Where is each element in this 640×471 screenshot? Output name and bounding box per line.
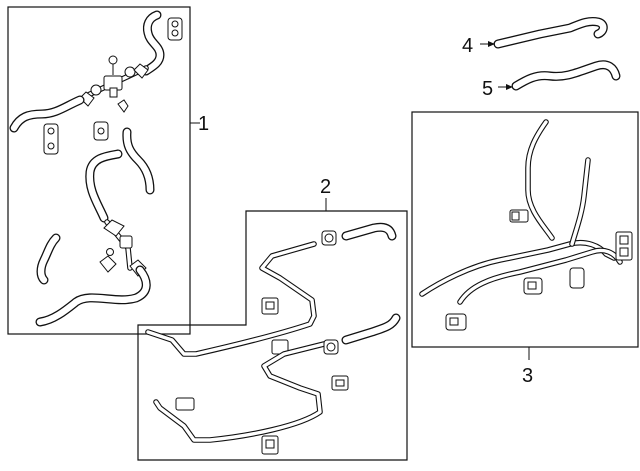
pipe-bracket	[261, 297, 279, 315]
lower-pipe	[153, 341, 327, 443]
pipe-clamp	[323, 339, 339, 355]
lower-short-hose	[341, 313, 401, 345]
small-hose	[36, 233, 61, 285]
hose-5	[498, 60, 621, 91]
hose-clamp	[79, 63, 149, 113]
vertical-pipe	[525, 119, 555, 241]
lower-long-pipe	[457, 247, 623, 305]
upper-pipe	[145, 241, 317, 357]
pipe-bracket	[331, 375, 349, 391]
pipe-clamp	[175, 397, 195, 411]
group-3-frame	[411, 111, 639, 348]
pipe-bracket	[509, 209, 529, 223]
long-pipe	[419, 239, 617, 297]
callout-4: 4	[462, 35, 473, 57]
callout-2: 2	[320, 176, 331, 198]
callout-5: 5	[482, 78, 493, 100]
valve-tee	[83, 55, 149, 99]
upper-short-hose	[341, 222, 397, 241]
hose-clamp	[43, 123, 59, 155]
hose-clamp	[167, 17, 183, 41]
pipe-bracket	[261, 435, 279, 455]
callout-1: 1	[198, 113, 209, 135]
pipe-clamp	[569, 267, 585, 289]
group-1-hose-assembly	[7, 6, 200, 335]
pipe-clamp	[445, 313, 467, 331]
callout-3: 3	[522, 365, 533, 387]
center-hose	[85, 149, 123, 223]
riser-pipe	[569, 157, 591, 247]
hose-clamp	[93, 121, 109, 141]
group-2-pipe-assembly	[137, 198, 408, 461]
hose-4	[480, 17, 608, 49]
group-2-frame	[137, 210, 408, 461]
bottom-hose	[35, 265, 151, 327]
center-hose	[122, 127, 155, 195]
pipe-bracket	[615, 231, 633, 261]
left-hose	[9, 95, 85, 133]
group-1-frame	[7, 6, 191, 335]
pipe-clamp	[321, 230, 337, 246]
upper-hose	[141, 10, 165, 76]
pipe-clamp	[523, 277, 543, 295]
group-3-pipe-assembly	[411, 111, 639, 360]
